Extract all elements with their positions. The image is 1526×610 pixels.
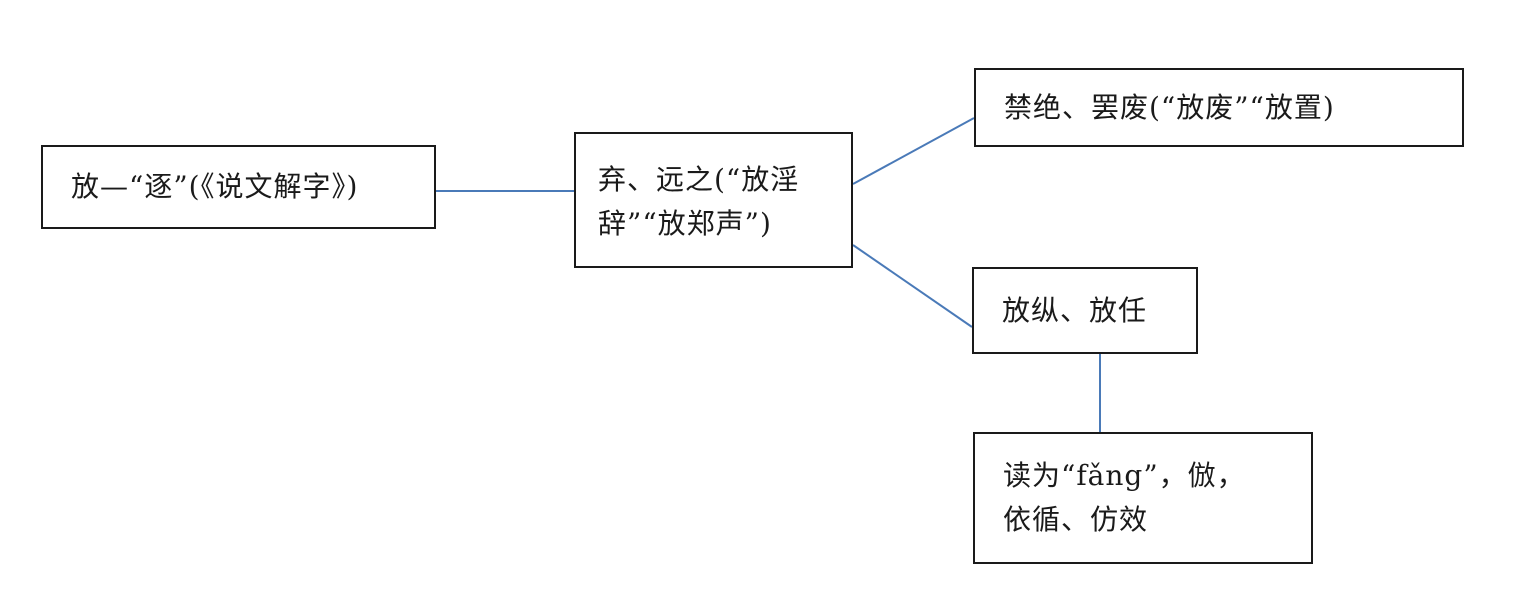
node-ban-label: 禁绝、罢废(“放废”“放置) (1004, 91, 1335, 124)
node-abandon-line-2: 辞”“放郑声”) (598, 207, 772, 240)
node-indulge-label: 放纵、放任 (1002, 294, 1148, 327)
node-imitate-line-2: 依循、仿效 (1003, 503, 1149, 536)
edge-abandon-to-indulge (852, 244, 973, 328)
node-indulge: 放纵、放任 (972, 267, 1198, 354)
node-imitate-line-1: 读为“fǎng”，倣， (1003, 459, 1246, 492)
node-imitate: 读为“fǎng”，倣， 依循、仿效 (973, 432, 1313, 564)
node-abandon-distance: 弃、远之(“放淫 辞”“放郑声”) (574, 132, 853, 268)
edge-abandon-to-ban (852, 117, 975, 185)
node-ban-abolish: 禁绝、罢废(“放废”“放置) (974, 68, 1464, 147)
root-node-label: 放—“逐”(《说文解字》) (71, 170, 359, 203)
node-abandon-line-1: 弃、远之(“放淫 (598, 163, 800, 196)
root-node-fang-zhu: 放—“逐”(《说文解字》) (41, 145, 436, 229)
